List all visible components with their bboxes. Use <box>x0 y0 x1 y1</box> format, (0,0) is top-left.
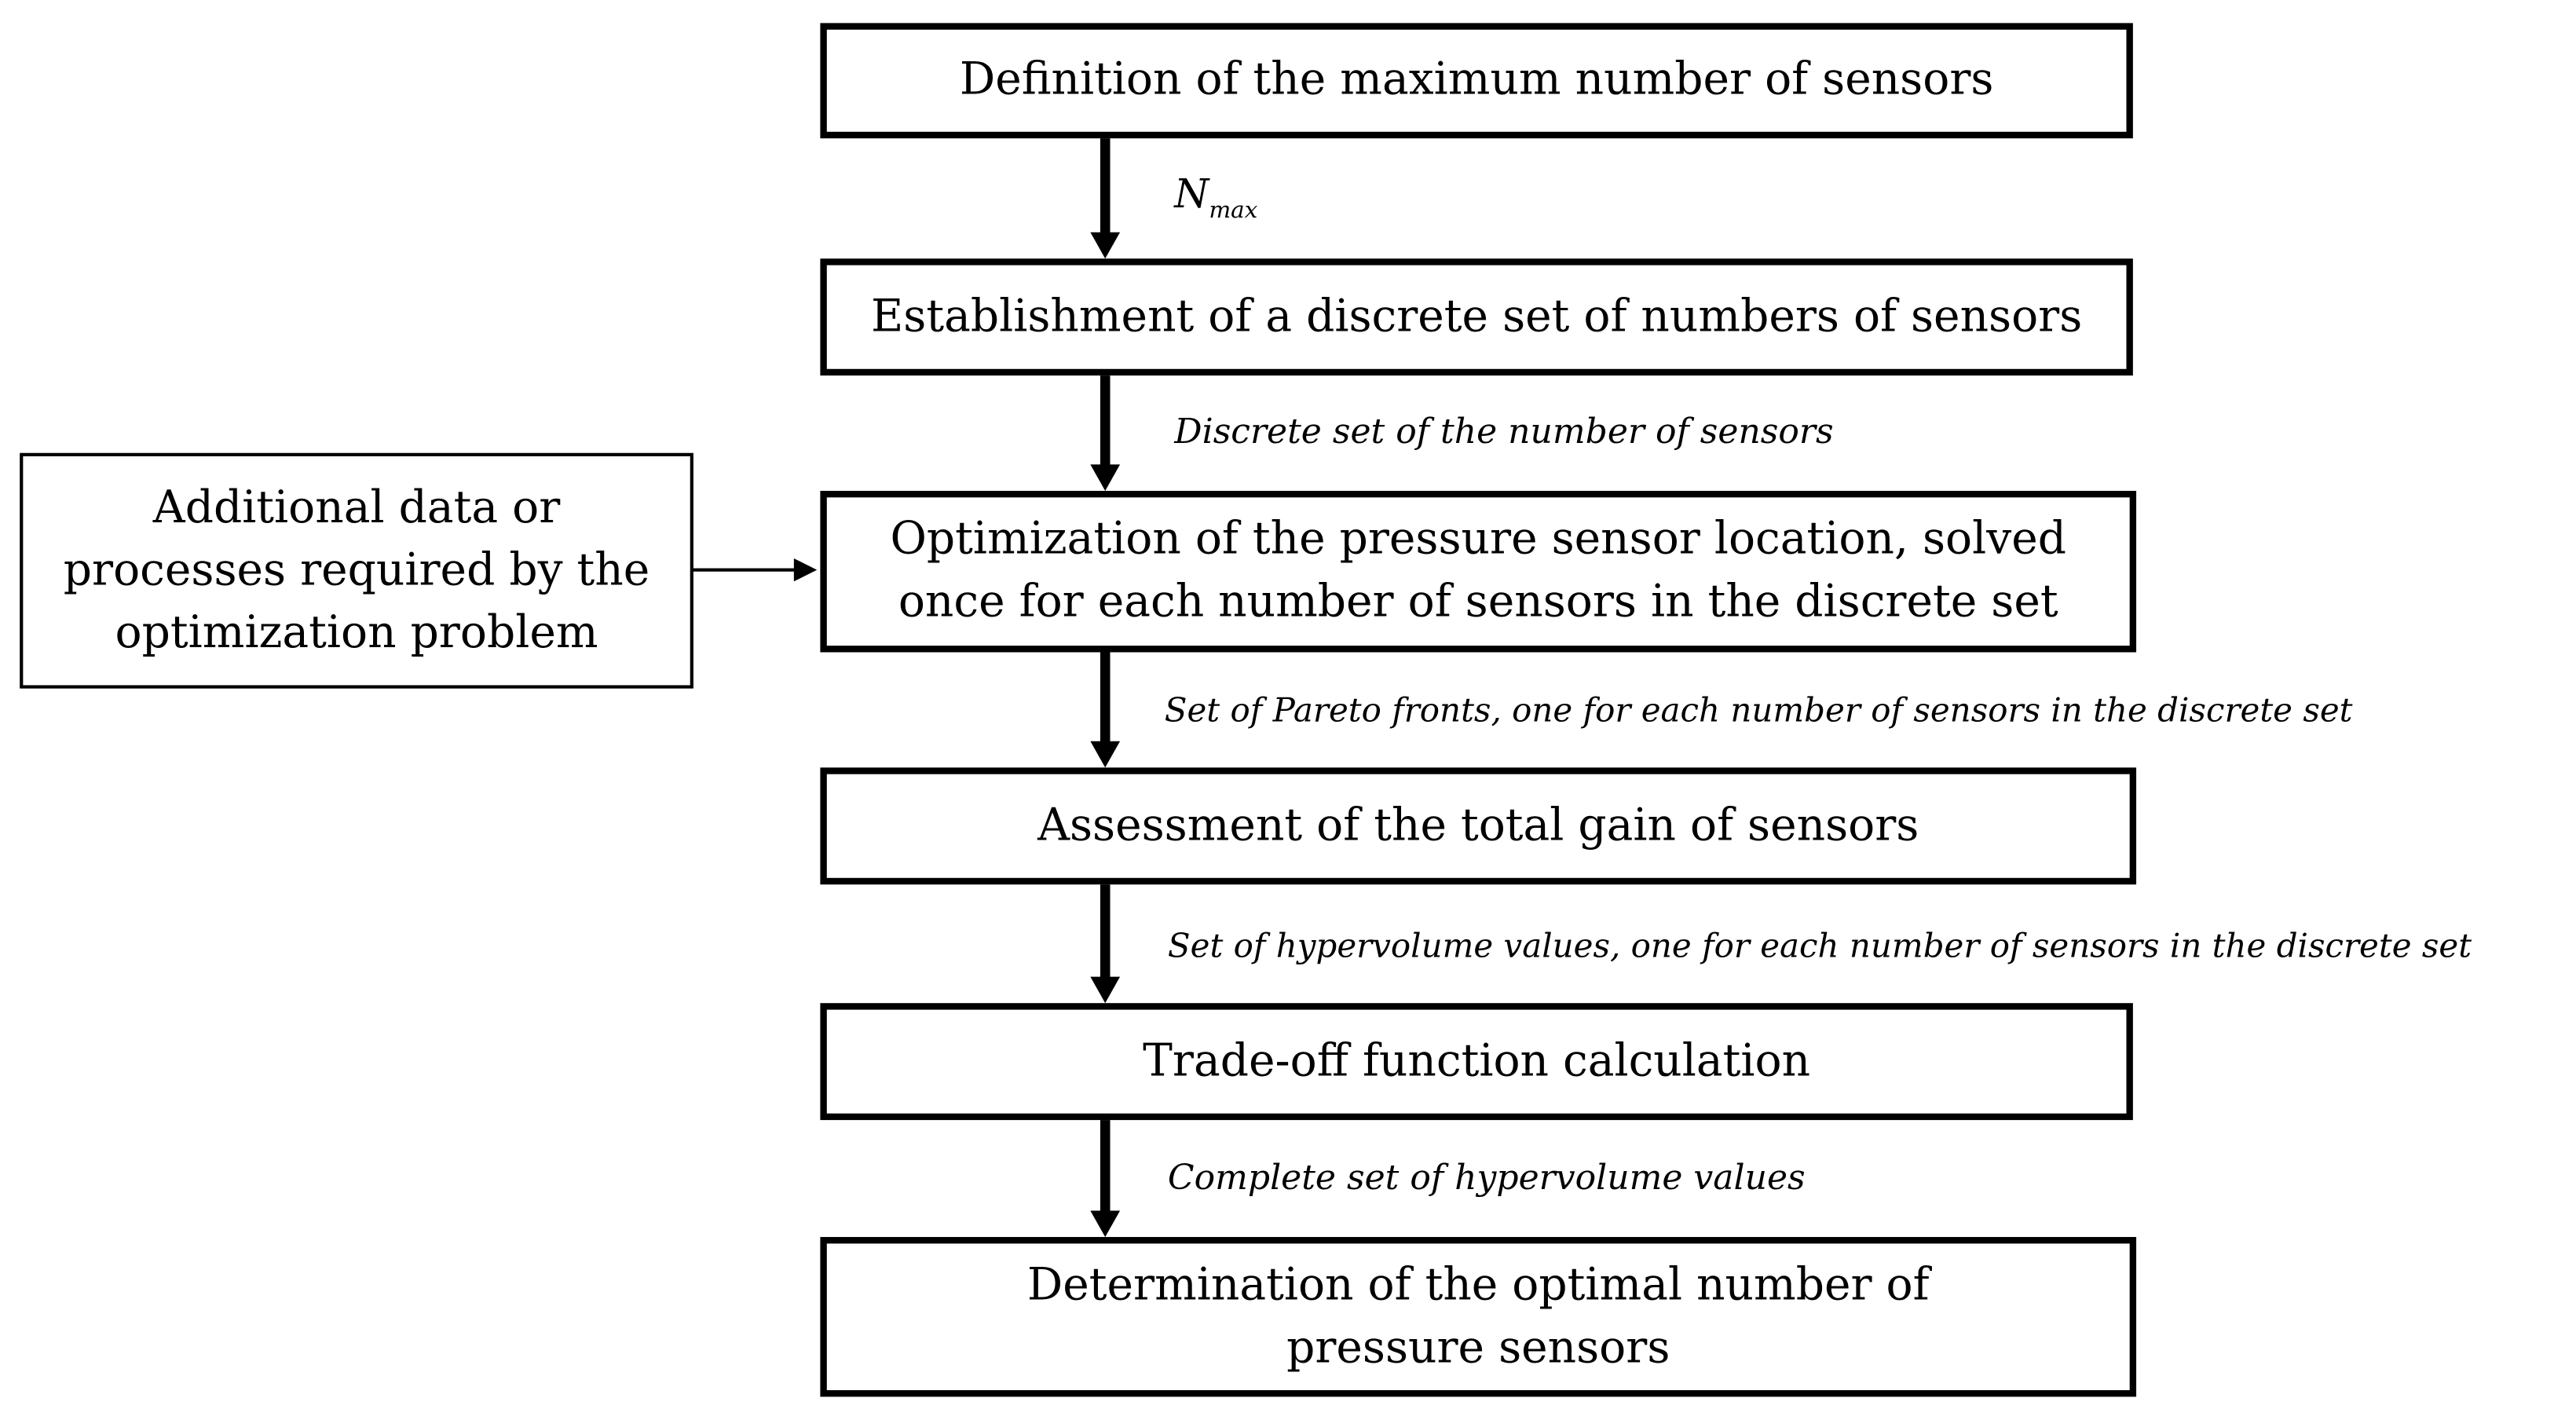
step-tradeoff-text: Trade-off function calculation <box>1143 1035 1811 1087</box>
step-optimization-text: Optimization of the pressure sensor loca… <box>890 514 2066 628</box>
flow-label-discrete-set: Discrete set of the number of sensors <box>1174 412 1834 452</box>
arrowhead-right-icon <box>793 558 818 582</box>
step-determination: Determination of the optimal number of p… <box>820 1236 2137 1397</box>
step-define-max-sensors: Definition of the maximum number of sens… <box>820 23 2133 139</box>
flow-label-pareto: Set of Pareto fronts, one for each numbe… <box>1164 690 2353 730</box>
arrow-2 <box>1090 375 1121 491</box>
arrow-1 <box>1090 138 1121 259</box>
flow-label-nmax-main: N <box>1174 171 1209 218</box>
step-discrete-set: Establishment of a discrete set of numbe… <box>820 258 2133 376</box>
flow-label-nmax: Nmax <box>1174 173 1257 232</box>
step-tradeoff: Trade-off function calculation <box>820 1003 2133 1121</box>
arrow-5 <box>1090 1120 1121 1237</box>
step-optimization: Optimization of the pressure sensor loca… <box>820 490 2137 653</box>
arrow-3 <box>1090 652 1121 768</box>
step-discrete-set-text: Establishment of a discrete set of numbe… <box>870 291 2083 342</box>
arrowhead-down-icon <box>1090 464 1121 491</box>
step-assessment-text: Assessment of the total gain of sensors <box>1037 800 1919 851</box>
step-determination-text: Determination of the optimal number of p… <box>1026 1259 1930 1374</box>
arrowhead-down-icon <box>1090 1210 1121 1237</box>
flow-label-complete: Complete set of hypervolume values <box>1167 1158 1806 1198</box>
arrow-4 <box>1090 884 1121 1004</box>
side-input-box: Additional data or processes required by… <box>20 452 693 689</box>
arrowhead-down-icon <box>1090 976 1121 1004</box>
arrowhead-down-icon <box>1090 232 1121 259</box>
step-define-max-sensors-text: Definition of the maximum number of sens… <box>959 54 1994 106</box>
side-input-text: Additional data or processes required by… <box>63 481 650 658</box>
arrowhead-down-icon <box>1090 741 1121 768</box>
step-assessment: Assessment of the total gain of sensors <box>820 767 2137 885</box>
side-input-arrow <box>691 558 818 582</box>
flow-label-hypervolume: Set of hypervolume values, one for each … <box>1167 925 2472 965</box>
flow-label-nmax-sub: max <box>1209 197 1258 225</box>
